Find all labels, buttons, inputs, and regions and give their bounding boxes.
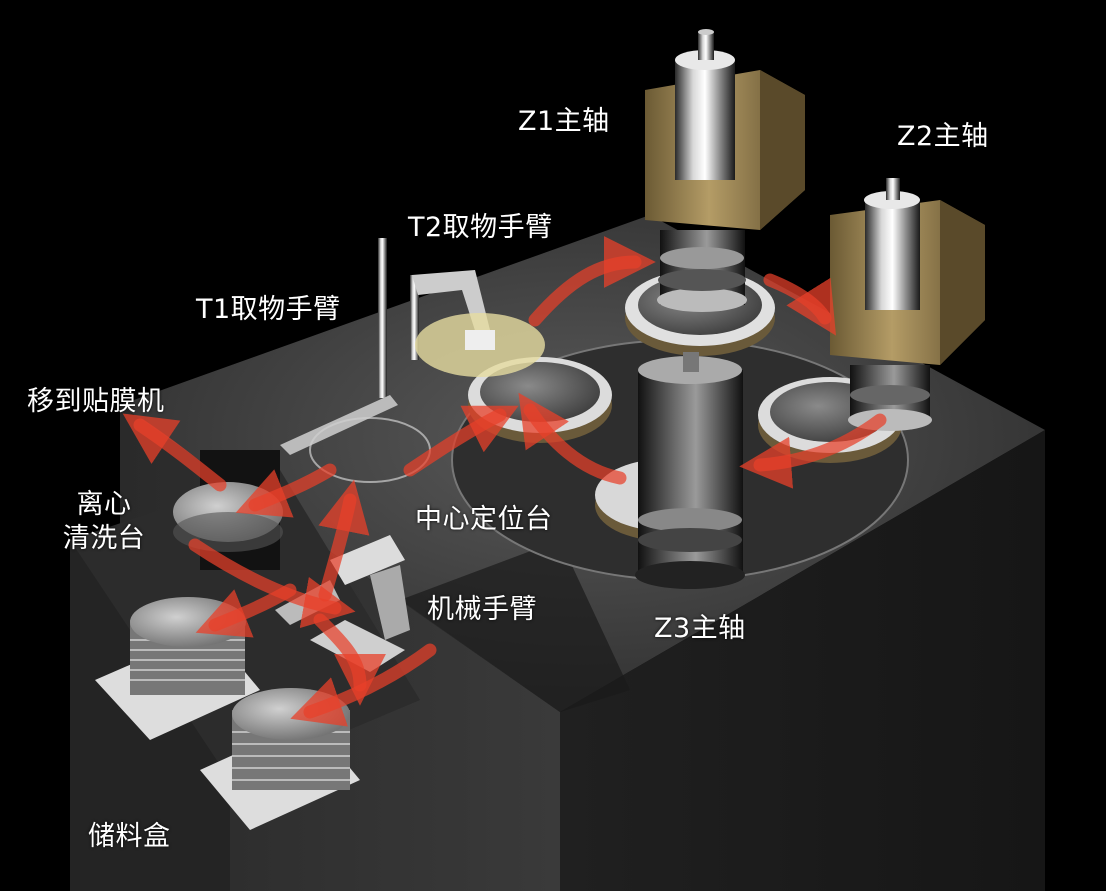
label-t2-arm: T2取物手臂	[408, 212, 553, 243]
arrow-t2-to-z1	[528, 236, 656, 327]
arrow-z1-to-z2	[763, 273, 837, 336]
label-center-stage: 中心定位台	[415, 504, 553, 535]
arrow-robot-to-box-upper	[195, 583, 297, 638]
arrow-spin-to-film	[122, 413, 227, 492]
arrow-to-t2-plate	[403, 405, 519, 477]
label-t1-arm: T1取物手臂	[196, 294, 341, 325]
t2-arm	[410, 270, 545, 377]
z3-spindle	[635, 352, 745, 589]
z2-spindle	[830, 178, 985, 431]
label-robot-arm: 机械手臂	[427, 594, 537, 625]
arrow-spin-to-robot	[188, 538, 356, 629]
arrow-box-to-robot	[313, 613, 386, 706]
arrow-t1-to-spin	[235, 463, 337, 518]
z1-spindle	[645, 29, 805, 312]
label-to-film-machine: 移到贴膜机	[27, 386, 165, 417]
label-storage-box: 储料盒	[88, 821, 171, 852]
label-spin-cleaning: 离心 清洗台	[40, 488, 168, 556]
arrow-z3-to-t2	[518, 392, 627, 485]
arrow-z2-to-z3	[739, 413, 887, 489]
process-arrows	[122, 236, 887, 727]
label-z1-spindle: Z1主轴	[518, 106, 610, 137]
label-spin-cleaning-line2: 清洗台	[62, 523, 146, 554]
label-z2-spindle: Z2主轴	[897, 121, 989, 152]
label-z3-spindle: Z3主轴	[654, 613, 746, 644]
label-spin-cleaning-line1: 离心	[76, 489, 132, 520]
arrow-robot-to-t1	[318, 479, 370, 602]
